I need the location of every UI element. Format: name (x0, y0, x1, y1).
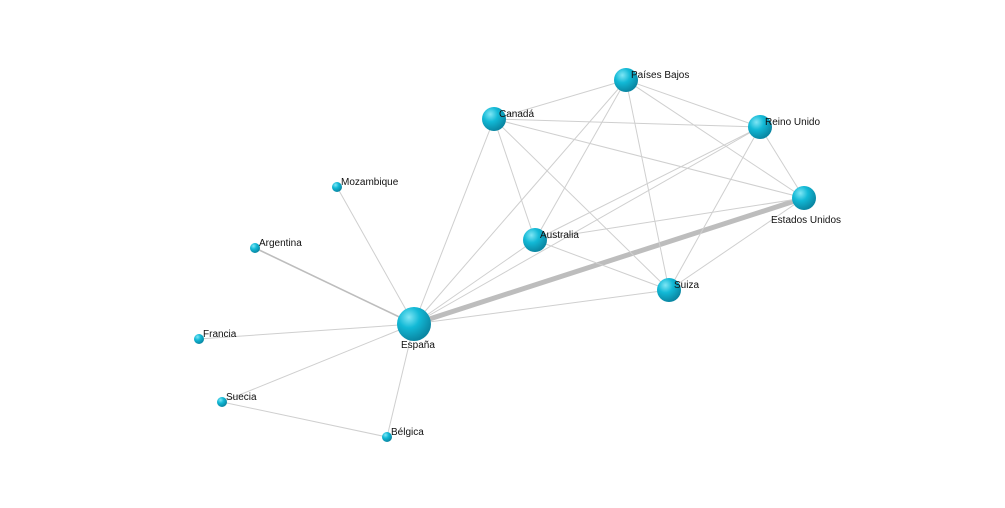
edge-reino_unido-estados_unidos (759, 126, 805, 199)
node-label-espana: España (401, 340, 435, 351)
node-label-australia: Australia (540, 230, 579, 241)
node-label-francia: Francia (203, 329, 237, 340)
edge-espana-reino_unido (413, 126, 761, 325)
edge-canada-paises_bajos (493, 79, 627, 120)
node-label-belgica: Bélgica (391, 427, 424, 438)
nodes-layer (194, 68, 816, 442)
edge-espana-argentina (254, 247, 415, 325)
node-label-canada: Canadá (499, 109, 534, 120)
edge-suecia-belgica (221, 401, 388, 438)
edge-paises_bajos-suiza (625, 79, 670, 291)
labels-layer: España Estados Unidos Países BajosCanadáRe… (203, 70, 841, 438)
edge-canada-reino_unido (493, 118, 761, 128)
node-mozambique[interactable] (332, 182, 342, 192)
edge-canada-estados_unidos (493, 118, 805, 199)
node-label-estados_unidos: Estados Unidos (771, 215, 841, 226)
node-label-reino_unido: Reino Unido (765, 117, 820, 128)
edge-espana-australia (413, 239, 536, 325)
edge-australia-suiza (534, 239, 670, 291)
edge-suiza-estados_unidos (668, 197, 805, 291)
node-belgica[interactable] (382, 432, 392, 442)
node-label-paises_bajos: Países Bajos (631, 70, 689, 81)
edge-paises_bajos-estados_unidos (625, 79, 805, 199)
edge-reino_unido-suiza (668, 126, 761, 291)
node-canada[interactable] (482, 107, 506, 131)
node-suecia[interactable] (217, 397, 227, 407)
edges-layer (198, 79, 807, 438)
edge-paises_bajos-australia (534, 79, 627, 241)
edge-espana-mozambique (336, 186, 415, 325)
node-label-suecia: Suecia (226, 392, 257, 403)
node-label-argentina: Argentina (259, 238, 302, 249)
node-australia[interactable] (523, 228, 547, 252)
edge-espana-suiza (413, 289, 670, 325)
edge-canada-australia (493, 118, 536, 241)
edge-espana-suecia (221, 323, 415, 403)
node-espana[interactable] (397, 307, 431, 341)
node-reino_unido[interactable] (748, 115, 772, 139)
edge-espana-estados_unidos (411, 195, 807, 327)
node-argentina[interactable] (250, 243, 260, 253)
edge-espana-francia (198, 323, 415, 340)
node-label-mozambique: Mozambique (341, 177, 399, 188)
edge-paises_bajos-reino_unido (625, 79, 761, 128)
node-francia[interactable] (194, 334, 204, 344)
edge-australia-estados_unidos (534, 197, 805, 241)
edge-canada-suiza (493, 118, 670, 291)
edge-reino_unido-australia (534, 126, 761, 241)
edge-espana-belgica (386, 323, 415, 438)
edge-espana-canada (413, 118, 495, 325)
node-suiza[interactable] (657, 278, 681, 302)
edge-espana-paises_bajos (413, 79, 627, 325)
node-estados_unidos[interactable] (792, 186, 816, 210)
node-label-suiza: Suiza (674, 280, 699, 291)
node-paises_bajos[interactable] (614, 68, 638, 92)
